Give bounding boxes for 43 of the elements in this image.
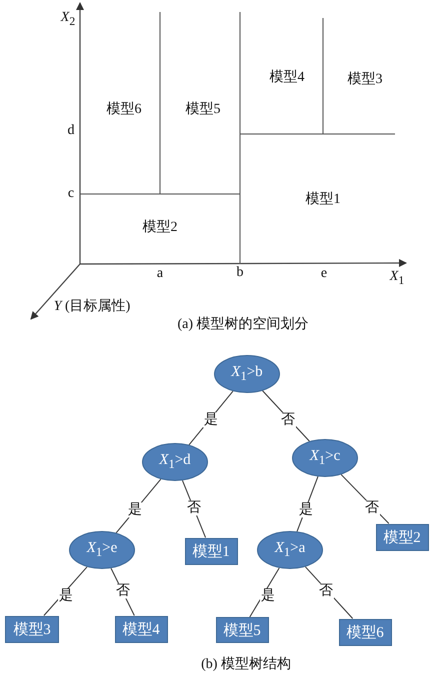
tick-label: c	[68, 186, 74, 202]
edge-label: 否	[115, 584, 131, 598]
edge-label: 是	[298, 502, 314, 518]
region-label: 模型1	[306, 192, 340, 208]
leaf-box: 模型1	[184, 538, 238, 564]
decision-ellipse: X$_{1}$>c	[292, 439, 358, 477]
decision-ellipse: X$_{1}$>a	[257, 531, 323, 569]
caption: (a) 模型树的空间划分	[177, 317, 309, 333]
axis-label: X$_{1}$	[390, 269, 404, 289]
connector-line	[249, 567, 280, 618]
leaf-box: 模型4	[114, 616, 168, 642]
region-label: 模型3	[348, 72, 382, 88]
connector-line	[296, 476, 318, 532]
leaf-box: 模型2	[376, 524, 428, 550]
decision-ellipse: X$_{1}$>d	[142, 443, 208, 481]
leaf-box: 模型5	[216, 617, 268, 643]
decision-ellipse: X$_{1}$>e	[69, 531, 135, 569]
tick-label: b	[236, 265, 244, 281]
edge-label: 是	[58, 588, 74, 604]
edge-label: 否	[280, 412, 296, 428]
tick-label: a	[156, 266, 164, 282]
decision-ellipse: X$_{1}$>b	[214, 355, 280, 393]
region-label: 模型4	[270, 70, 304, 86]
region-label: 模型6	[106, 102, 142, 118]
connector-line	[43, 566, 88, 616]
tick-label: e	[320, 266, 328, 282]
edge-label: 否	[364, 500, 380, 516]
edge-label: 否	[186, 500, 202, 516]
axis-label: Y (目标属性)	[54, 299, 130, 315]
edge-label: 是	[127, 502, 143, 518]
region-label: 模型5	[186, 102, 220, 118]
connector-line	[110, 568, 135, 616]
edge-label: 否	[318, 584, 334, 598]
region-label: 模型2	[142, 220, 178, 236]
caption: (b) 模型树结构	[201, 657, 291, 673]
connector-line	[182, 480, 206, 538]
leaf-box: 模型3	[5, 616, 59, 642]
edge-label: 是	[260, 588, 276, 604]
leaf-box: 模型6	[338, 618, 392, 646]
edge-label: 是	[203, 412, 219, 428]
connector-line	[304, 566, 354, 619]
tick-label: d	[68, 123, 74, 139]
axis-label: X$_{2}$	[60, 10, 76, 30]
